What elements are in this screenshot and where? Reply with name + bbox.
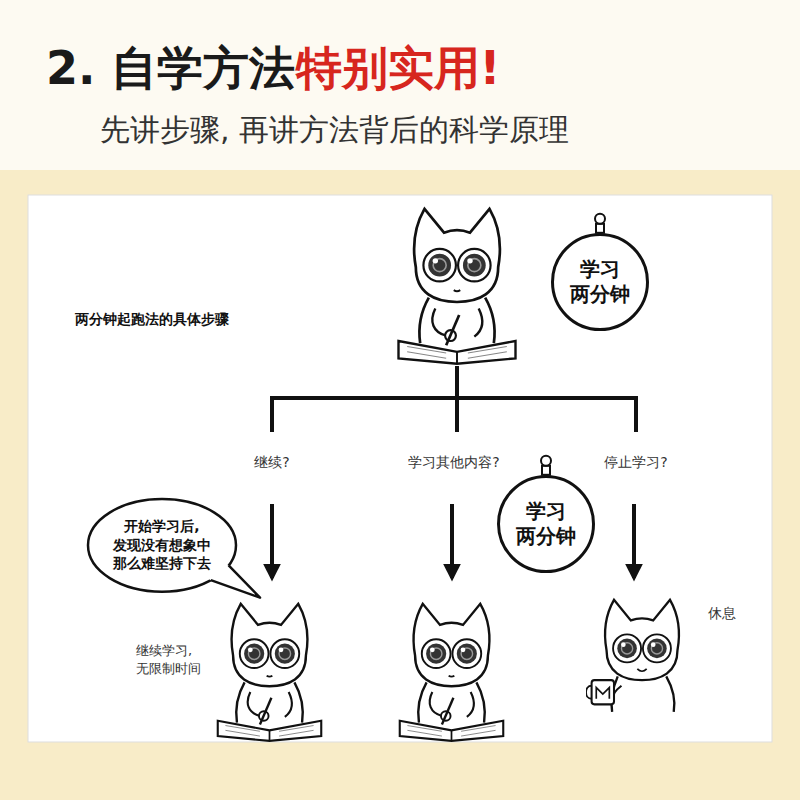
timer-circle: 学习 两分钟 — [551, 233, 649, 331]
node-text: 开始学习后, 发现没有想象中 那么难坚持下去 — [106, 517, 218, 574]
timer-circle: 学习 两分钟 — [497, 475, 595, 573]
heading: 2. 自学方法特别实用! — [46, 38, 500, 100]
branch-label: 学习其他内容? — [408, 453, 499, 472]
branch-label: 停止学习? — [604, 453, 667, 472]
title: 2. 自学方法 — [46, 38, 296, 100]
node-text: 学习 两分钟 — [566, 257, 634, 307]
panel — [28, 195, 772, 742]
cat-studying — [400, 604, 504, 741]
cat-resting — [586, 600, 679, 712]
node-text: 学习 两分钟 — [512, 499, 580, 549]
note: 继续学习, 无限制时间 — [136, 642, 210, 677]
diagram-heading: 两分钟起跑法的具体步骤 — [75, 310, 229, 329]
subtitle: 先讲步骤, 再讲方法背后的科学原理 — [100, 110, 569, 151]
timer-knob — [595, 214, 605, 233]
title-emphasis: 特别实用! — [296, 38, 501, 100]
frame — [0, 170, 800, 800]
timer-knob — [541, 456, 551, 475]
branch-label: 继续? — [254, 453, 289, 472]
branch-tree — [272, 366, 636, 432]
header-band — [0, 0, 800, 170]
cat-studying — [399, 209, 516, 364]
note: 休息 — [708, 604, 736, 623]
cat-studying — [218, 604, 322, 741]
speech-bubble: 开始学习后, 发现没有想象中 那么难坚持下去 — [86, 497, 238, 594]
